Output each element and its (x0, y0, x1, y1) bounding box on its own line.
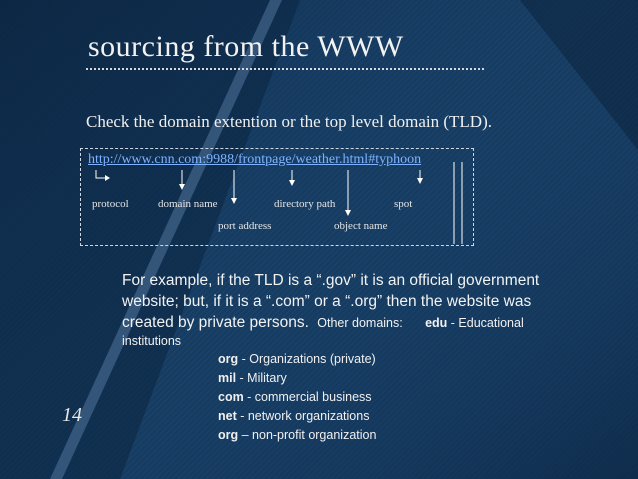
example-line-1: For example, if the TLD is a “.gov” it i… (122, 272, 540, 289)
domain-desc: - Organizations (private) (238, 352, 376, 366)
domain-desc: - commercial business (243, 390, 372, 404)
domain-code: mil (218, 371, 237, 385)
label-port-address: port address (218, 220, 272, 232)
example-line-3-text: created by private persons. (122, 314, 309, 331)
domain-list: org - Organizations (private) mil - Mili… (218, 350, 376, 445)
example-paragraph: For example, if the TLD is a “.gov” it i… (122, 270, 622, 349)
url-diagram-frame (80, 148, 474, 246)
domain-item: org - Organizations (private) (218, 350, 376, 369)
label-spot: spot (394, 198, 413, 210)
domain-item: mil - Military (218, 369, 376, 388)
domain-desc: - Military (236, 371, 287, 385)
url-link[interactable]: http://www.cnn.com:9988/frontpage/weathe… (88, 152, 422, 167)
domain-code: org (218, 352, 239, 366)
example-line-3: created by private persons. Other domain… (122, 312, 622, 334)
label-domain-name: domain name (158, 198, 218, 210)
domain-desc: - network organizations (236, 409, 370, 423)
other-domains-label: Other domains: (317, 316, 403, 330)
page-number: 14 (62, 404, 82, 426)
arrow-protocol (95, 170, 108, 179)
domain-code: net (218, 409, 237, 423)
label-object-name: object name (334, 220, 388, 232)
domain-code-edu: edu (425, 316, 448, 330)
domain-desc: – non-profit organization (238, 428, 377, 442)
example-line-2: website; but, if it is a “.com” or a “.o… (122, 293, 532, 310)
domain-item: net - network organizations (218, 407, 376, 426)
title-underline (86, 68, 484, 70)
institutions-text: institutions (122, 334, 182, 348)
label-directory-path: directory path (274, 198, 336, 210)
slide-title: sourcing from the WWW (88, 30, 404, 63)
domain-desc-edu: - Educational (447, 316, 524, 330)
label-protocol: protocol (92, 198, 129, 210)
domain-item: org – non-profit organization (218, 426, 376, 445)
domain-code: com (218, 390, 244, 404)
intro-text: Check the domain extention or the top le… (86, 112, 492, 131)
domain-item: com - commercial business (218, 388, 376, 407)
domain-code: org (218, 428, 239, 442)
